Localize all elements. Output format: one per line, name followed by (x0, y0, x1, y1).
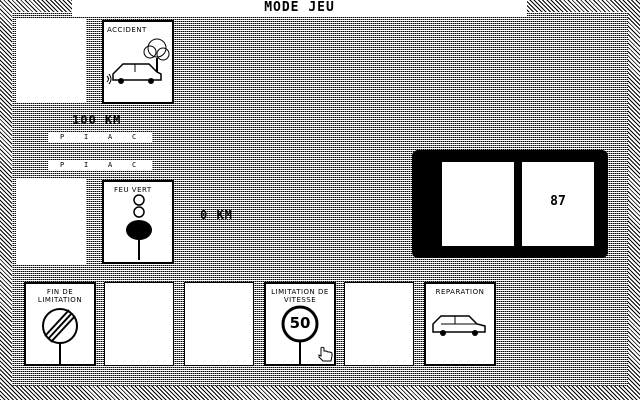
deck-area: 87 (412, 150, 608, 258)
strip-letter: A (108, 133, 113, 141)
page-title: MODE JEU (72, 0, 527, 16)
hand-card-empty[interactable] (344, 282, 414, 366)
strip-letter: C (132, 133, 137, 141)
pointer-hand-icon (318, 346, 333, 362)
green-light-card[interactable]: FEU VERT (102, 180, 174, 264)
accident-card-label: ACCIDENT (107, 26, 147, 34)
cards-strip-bottom: P I A C (48, 160, 152, 170)
strip-letter: C (132, 161, 137, 169)
traffic-light-icon (126, 194, 152, 260)
strip-letter: I (84, 161, 89, 169)
draw-pile[interactable]: 87 (520, 160, 596, 248)
strip-letter: I (84, 133, 89, 141)
hand-card-speed-limit[interactable]: LIMITATION DE VITESSE 50 (264, 282, 336, 366)
top-distance: 100 KM (72, 113, 122, 127)
car-crash-icon (106, 38, 170, 85)
end-of-limit-sign-icon (42, 308, 78, 366)
hand-card-label: FIN DE LIMITATION (37, 288, 83, 304)
bottom-distance: 0 KM (200, 208, 233, 222)
draw-pile-count: 87 (550, 194, 566, 209)
hand-card-label: REPARATION (435, 288, 485, 296)
bottom-empty-slot[interactable] (16, 178, 86, 264)
strip-letter: A (108, 161, 113, 169)
discard-pile[interactable] (440, 160, 516, 248)
top-empty-slot[interactable] (16, 18, 86, 102)
speed-limit-value: 50 (289, 314, 311, 332)
hand-card-empty[interactable] (184, 282, 254, 366)
hand-card-empty[interactable] (104, 282, 174, 366)
green-light-card-label: FEU VERT (114, 186, 152, 194)
hand-card-end-of-limit[interactable]: FIN DE LIMITATION (24, 282, 96, 366)
strip-letter: P (60, 161, 65, 169)
hand-card-label: LIMITATION DE VITESSE (271, 288, 329, 304)
repair-car-icon (432, 315, 486, 336)
accident-card[interactable]: ACCIDENT (102, 20, 174, 104)
cards-strip-top: P I A C (48, 132, 152, 142)
strip-letter: P (60, 133, 65, 141)
hand-card-repair[interactable]: REPARATION (424, 282, 496, 366)
speed-limit-sign-icon (281, 305, 319, 366)
